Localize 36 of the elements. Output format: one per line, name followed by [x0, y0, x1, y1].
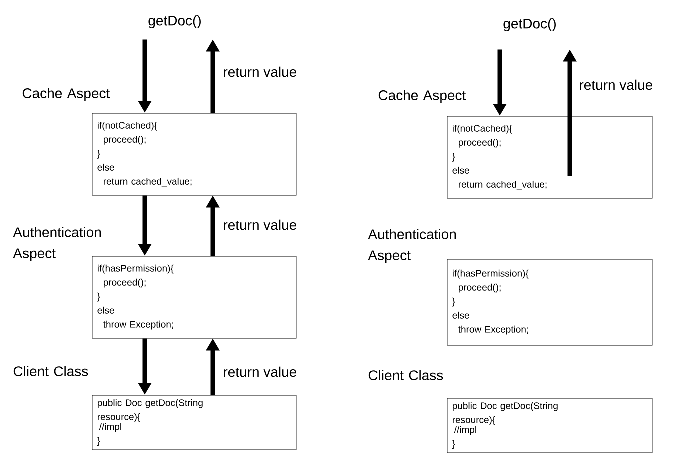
edge-label: return value — [222, 366, 298, 378]
node-label: else — [452, 166, 470, 174]
node-label: proceed(); — [458, 284, 501, 293]
code-box: if(notCached){ proceed(); } else return cached_value; — [447, 116, 653, 199]
box-title: Cache Aspect — [22, 88, 110, 102]
node-label: proceed(); — [458, 138, 501, 148]
node-label: throw Exception; — [103, 320, 174, 330]
node-label: if(hasPermission){ — [98, 264, 174, 274]
code-box: public Doc getDoc(String resource){ //impl } — [92, 395, 297, 450]
node-label: } — [452, 298, 456, 307]
code-box: if(hasPermission){ proceed(); } else throw Exception; — [447, 259, 653, 346]
box-title: Client Class — [14, 366, 88, 376]
edge-label: return value — [222, 218, 298, 232]
node-label: else — [98, 164, 114, 171]
node-label: if(notCached){ — [98, 122, 158, 131]
node-label: else — [98, 306, 114, 314]
node-label: proceed(); — [104, 278, 146, 288]
node-label: throw Exception; — [458, 326, 528, 335]
edge-label: return value — [578, 78, 654, 92]
node-label: if(notCached){ — [453, 124, 512, 134]
method-label: getDoc() — [504, 18, 556, 32]
code-box: public Doc getDoc(String resource){ //impl } — [447, 398, 653, 454]
node-label: else — [452, 312, 470, 319]
node-label: if(hasPermission){ — [453, 270, 529, 279]
node-label: return cached_value; — [458, 180, 547, 190]
code-box: if(notCached){ proceed(); } else return cached_value; — [92, 113, 297, 196]
box-title: Cache Aspect — [378, 90, 466, 104]
node-label: proceed(); — [104, 136, 146, 145]
edge-label: return value — [222, 66, 298, 78]
code-box: if(hasPermission){ proceed(); } else throw Exception; — [92, 256, 297, 339]
method-label: getDoc() — [148, 15, 201, 29]
node-label: } — [98, 150, 100, 159]
node-label: return cached_value; — [104, 178, 192, 187]
box-title: Client Class — [368, 370, 444, 380]
node-label: } — [98, 292, 100, 302]
node-label: } — [452, 152, 456, 162]
